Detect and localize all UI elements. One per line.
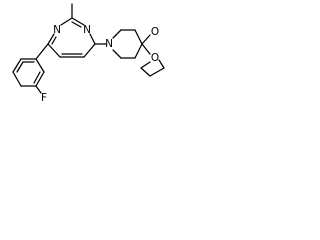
bond bbox=[140, 61, 151, 69]
bond bbox=[83, 43, 96, 58]
atom-label-o: O bbox=[151, 26, 159, 38]
bond bbox=[71, 17, 85, 26]
bond bbox=[35, 58, 45, 73]
bond bbox=[141, 43, 151, 55]
bond bbox=[140, 67, 151, 77]
bonds bbox=[12, 3, 165, 94]
bond bbox=[47, 43, 61, 58]
bond bbox=[134, 43, 143, 59]
atom-label-n: N bbox=[53, 24, 61, 36]
atom-label-n: N bbox=[83, 24, 91, 36]
bond bbox=[47, 33, 55, 45]
bond bbox=[33, 71, 41, 84]
bond bbox=[134, 29, 143, 45]
bond bbox=[35, 85, 42, 94]
bond bbox=[51, 36, 57, 45]
bond bbox=[35, 43, 49, 60]
bond bbox=[35, 71, 45, 87]
atom-label-n: N bbox=[105, 38, 113, 50]
chemical-structure-diagram: N N N O O F bbox=[12, 3, 165, 104]
atom-label-o: O bbox=[151, 52, 159, 64]
atom-label-f: F bbox=[41, 92, 47, 104]
atom-labels: N N N O O F bbox=[41, 24, 159, 104]
bond bbox=[112, 49, 122, 59]
bond bbox=[149, 67, 165, 77]
bond bbox=[16, 61, 24, 73]
bond bbox=[89, 33, 96, 45]
bond bbox=[12, 71, 22, 87]
bond bbox=[60, 17, 73, 26]
bond bbox=[71, 21, 82, 28]
bond bbox=[112, 29, 122, 39]
bond bbox=[158, 59, 165, 69]
bond bbox=[12, 58, 22, 73]
bond bbox=[141, 34, 151, 45]
